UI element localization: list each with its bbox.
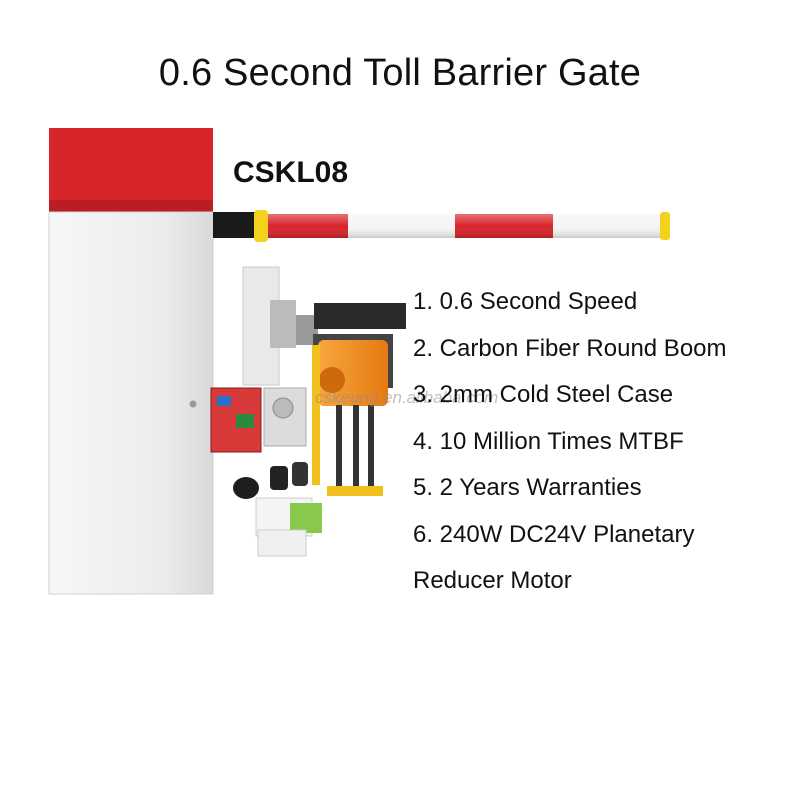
feature-item: 3. 2mm Cold Steel Case (413, 381, 674, 408)
manual-icon (290, 503, 322, 533)
lock-icon (189, 400, 197, 408)
feature-item: 6. 240W DC24V Planetary (413, 520, 695, 548)
feature-item: 4. 10 Million Times MTBF (413, 427, 684, 455)
motor-mechanism (242, 266, 406, 496)
feature-item: 2. Carbon Fiber Round Boom (413, 334, 727, 362)
accessories (233, 462, 322, 557)
product-title: 0.6 Second Toll Barrier Gate (158, 52, 642, 94)
feature-item: Reducer Motor (413, 567, 572, 594)
feature-item: 1. 0.6 Second Speed (413, 288, 638, 315)
model-number: CSKL08 (233, 156, 349, 189)
watermark: cskeung.en.alibaba.com (315, 388, 499, 407)
barrier-boom (213, 210, 670, 242)
control-board (210, 387, 307, 453)
barrier-cabinet (48, 128, 214, 595)
feature-list: 1. 0.6 Second Speed 2. Carbon Fiber Roun… (413, 286, 727, 612)
feature-item: 5. 2 Years Warranties (413, 474, 642, 501)
